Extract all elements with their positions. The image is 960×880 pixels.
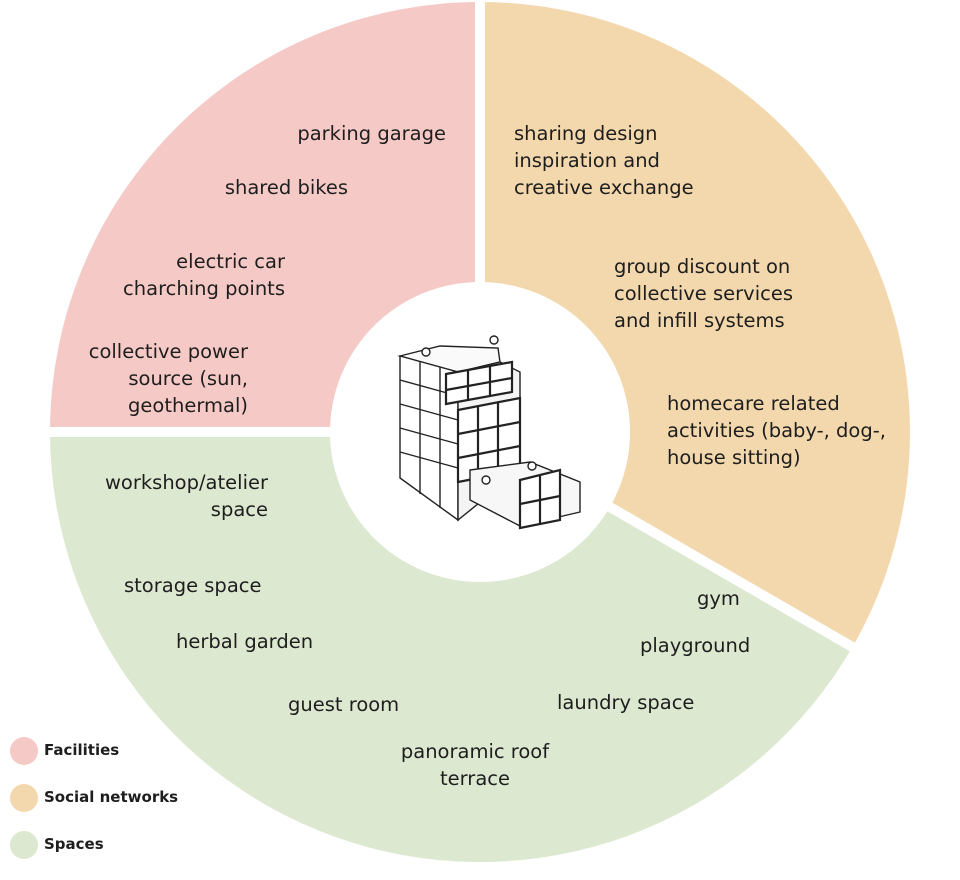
label-herbal-garden: herbal garden [176, 630, 314, 653]
segment-spaces [49, 432, 853, 863]
label-playground: playground [640, 634, 751, 657]
modular-building-icon [397, 335, 581, 530]
legend-swatch-social-networks [10, 784, 38, 812]
label-shared-bikes: shared bikes [224, 176, 348, 199]
label-homecare-activities: homecare related activities (baby-, dog-… [667, 392, 886, 469]
legend-label-spaces: Spaces [44, 835, 104, 853]
label-parking-garage: parking garage [297, 122, 446, 145]
label-workshop-atelier-space: workshop/atelier space [104, 471, 268, 521]
label-panoramic-roof-terrace: panoramic roof terrace [400, 740, 550, 790]
legend-label-facilities: Facilities [44, 741, 120, 759]
legend-swatch-facilities [10, 737, 38, 765]
label-group-discount: group discount on collective services an… [614, 255, 794, 332]
label-laundry-space: laundry space [557, 691, 695, 714]
label-guest-room: guest room [288, 693, 400, 716]
legend-swatch-spaces [10, 831, 38, 859]
label-electric-car-charching-points: electric car charching points [123, 250, 285, 300]
label-collective-power-source: collective power source (sun, geothermal… [88, 340, 248, 417]
label-sharing-design: sharing design inspiration and creative … [514, 122, 694, 199]
legend-label-social-networks: Social networks [44, 788, 179, 806]
label-storage-space: storage space [124, 574, 262, 597]
segment-facilities [50, 2, 480, 432]
label-gym: gym [697, 587, 740, 610]
